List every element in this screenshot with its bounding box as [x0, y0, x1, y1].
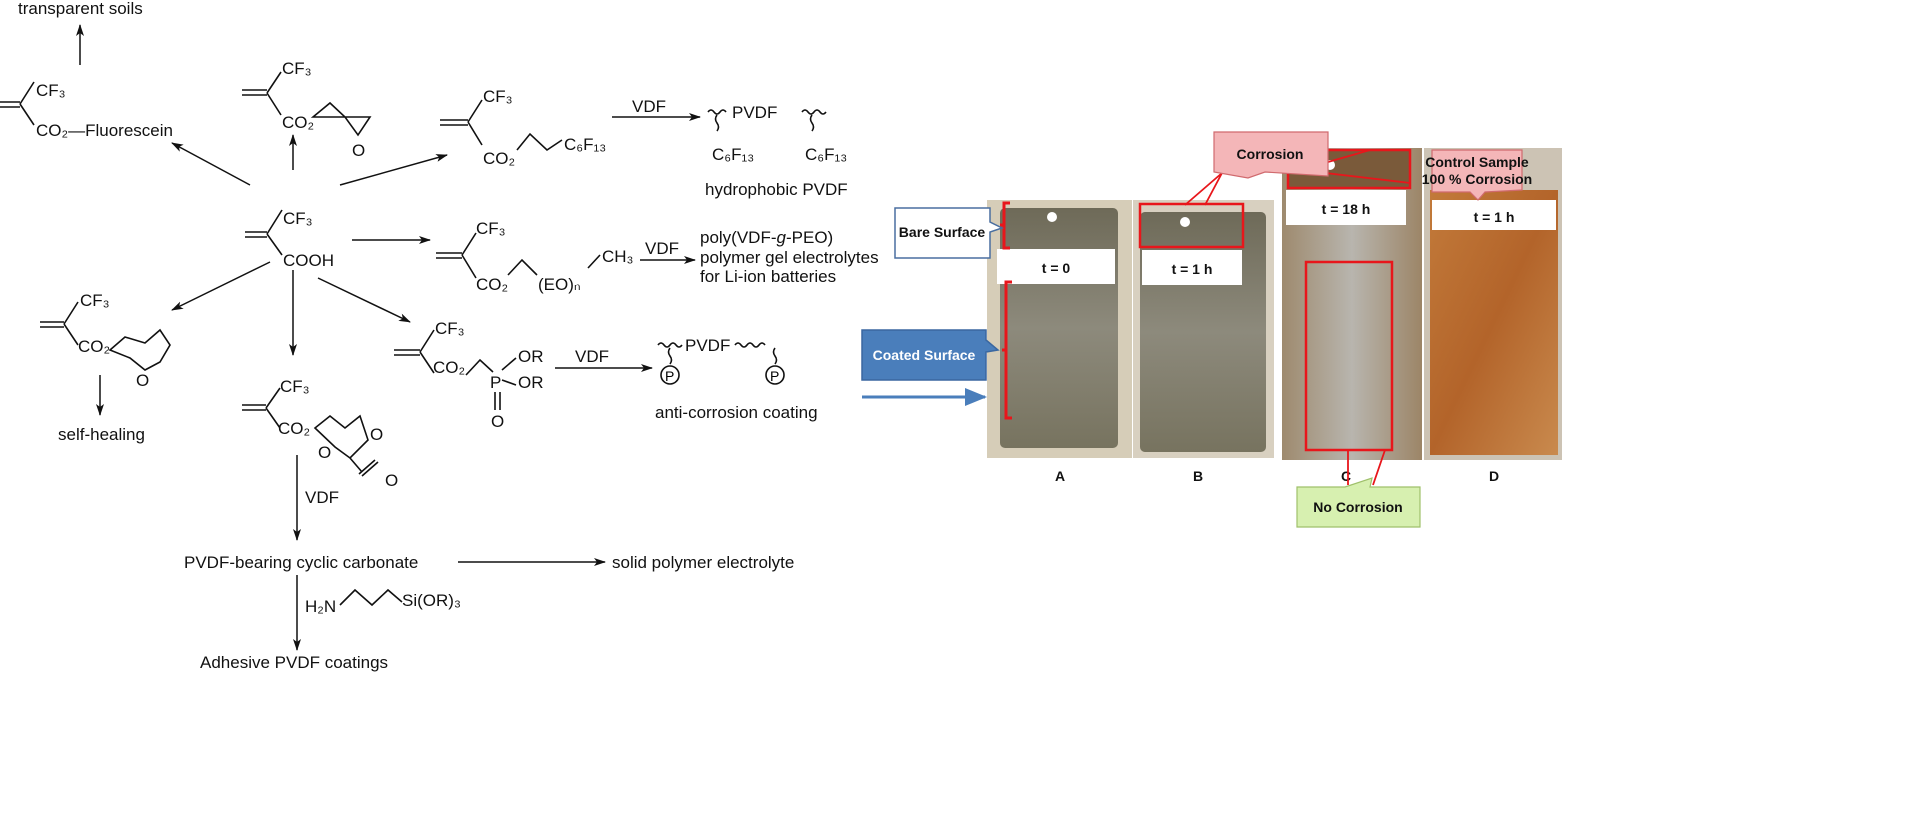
svg-text:Bare Surface: Bare Surface	[899, 224, 986, 240]
center-acid: CF₃ COOH	[245, 209, 334, 270]
svg-text:CO₂: CO₂	[433, 358, 465, 377]
svg-text:CO₂: CO₂	[278, 419, 310, 438]
svg-text:A: A	[1055, 468, 1065, 484]
self-healing-label: self-healing	[58, 425, 145, 444]
svg-text:O: O	[318, 443, 331, 462]
svg-text:VDF: VDF	[645, 239, 679, 258]
carbonate-monomer: CF₃ CO₂ O O O VDF PVDF-bearing cyclic ca…	[184, 377, 794, 672]
svg-text:PVDF: PVDF	[685, 336, 730, 355]
arrow-to-furan	[171, 261, 271, 311]
peo-application-line3: for Li-ion batteries	[700, 267, 836, 286]
svg-text:H₂N: H₂N	[305, 597, 336, 616]
arrow-to-fluorescein	[171, 142, 251, 186]
svg-text:OR: OR	[518, 347, 544, 366]
svg-text:CF₃: CF₃	[36, 81, 66, 100]
svg-text:VDF: VDF	[575, 347, 609, 366]
svg-text:No Corrosion: No Corrosion	[1313, 499, 1402, 515]
control-sample-callout: Control Sample 100 % Corrosion	[1422, 149, 1532, 201]
cyclic-carbonate-label: PVDF-bearing cyclic carbonate	[184, 553, 418, 572]
svg-text:OR: OR	[518, 373, 544, 392]
furan-monomer: CF₃ CO₂ O self-healing	[40, 291, 171, 444]
svg-text:CO₂—Fluorescein: CO₂—Fluorescein	[36, 121, 173, 140]
svg-text:P: P	[665, 368, 674, 384]
svg-text:C₆F₁₃: C₆F₁₃	[712, 145, 754, 164]
svg-text:CF₃: CF₃	[80, 291, 110, 310]
svg-text:O: O	[491, 412, 504, 431]
transparent-soils-label: transparent soils	[18, 0, 143, 18]
photo-panel-c: t = 18 h C	[1282, 148, 1422, 484]
svg-text:VDF: VDF	[632, 97, 666, 116]
svg-text:(EO)ₙ: (EO)ₙ	[538, 275, 581, 294]
arrow-to-phosphonate	[317, 277, 411, 323]
svg-text:CO₂: CO₂	[282, 113, 314, 132]
svg-text:O: O	[370, 425, 383, 444]
svg-text:O: O	[385, 471, 398, 490]
solid-electrolyte-label: solid polymer electrolyte	[612, 553, 794, 572]
peo-application-line2: polymer gel electrolytes	[700, 248, 879, 267]
svg-text:B: B	[1193, 468, 1203, 484]
svg-text:t = 0: t = 0	[1042, 260, 1071, 276]
svg-text:t = 1 h: t = 1 h	[1172, 261, 1213, 277]
svg-text:PVDF: PVDF	[732, 103, 777, 122]
svg-text:CF₃: CF₃	[435, 319, 465, 338]
svg-text:CO₂: CO₂	[476, 275, 508, 294]
svg-text:C: C	[1341, 468, 1351, 484]
adhesive-coatings-label: Adhesive PVDF coatings	[200, 653, 388, 672]
anti-corrosion-label: anti-corrosion coating	[655, 403, 818, 422]
svg-text:Si(OR)₃: Si(OR)₃	[402, 591, 461, 610]
svg-text:O: O	[352, 141, 365, 160]
svg-text:D: D	[1489, 468, 1499, 484]
svg-text:O: O	[136, 371, 149, 390]
corrosion-callout: Corrosion	[1184, 131, 1411, 206]
svg-text:t = 1 h: t = 1 h	[1474, 209, 1515, 225]
phosphonate-monomer: CF₃ CO₂ P OR OR O VDF PVDF P P anti-corr…	[394, 319, 818, 431]
bare-surface-callout: Bare Surface	[894, 207, 1004, 259]
svg-text:CH₃: CH₃	[602, 247, 633, 266]
arrow-to-perfluoro	[339, 154, 448, 186]
svg-text:CO₂: CO₂	[78, 337, 110, 356]
svg-text:VDF: VDF	[305, 488, 339, 507]
photo-panel-b: t = 1 h B	[1133, 200, 1274, 484]
svg-text:P: P	[490, 373, 501, 392]
center-cooh: COOH	[283, 251, 334, 270]
svg-text:100 % Corrosion: 100 % Corrosion	[1422, 171, 1532, 187]
fluorescein-monomer: transparent soils CF₃ CO₂—Fluorescein	[0, 0, 173, 140]
photo-panel-d: t = 1 h D	[1424, 148, 1562, 484]
peo-monomer: CF₃ CO₂ (EO)ₙ CH₃ VDF poly(VDF-g-PEO) po…	[436, 219, 879, 294]
no-corrosion-callout: No Corrosion	[1296, 449, 1421, 528]
svg-text:Coated Surface: Coated Surface	[873, 347, 976, 363]
svg-text:CF₃: CF₃	[280, 377, 310, 396]
svg-text:CF₃: CF₃	[483, 87, 513, 106]
center-cf3: CF₃	[283, 209, 313, 228]
svg-text:C₆F₁₃: C₆F₁₃	[805, 145, 847, 164]
svg-text:t = 18 h: t = 18 h	[1322, 201, 1371, 217]
svg-text:Control Sample: Control Sample	[1425, 154, 1529, 170]
svg-text:CO₂: CO₂	[483, 149, 515, 168]
hydrophobic-pvdf-label: hydrophobic PVDF	[705, 180, 848, 199]
svg-text:CF₃: CF₃	[282, 59, 312, 78]
svg-text:CF₃: CF₃	[476, 219, 506, 238]
peo-application-line1: poly(VDF-g-PEO)	[700, 228, 833, 247]
epoxide-monomer: CF₃ CO₂ O	[242, 59, 372, 160]
svg-text:C₆F₁₃: C₆F₁₃	[564, 135, 606, 154]
perfluoro-monomer: CF₃ CO₂ C₆F₁₃ VDF PVDF C₆F₁₃ C₆F₁₃ hydro…	[440, 87, 848, 199]
coated-surface-callout: Coated Surface	[861, 329, 1000, 381]
photo-panel-a: t = 0 A	[987, 200, 1132, 484]
svg-text:P: P	[770, 368, 779, 384]
svg-text:Corrosion: Corrosion	[1237, 146, 1304, 162]
